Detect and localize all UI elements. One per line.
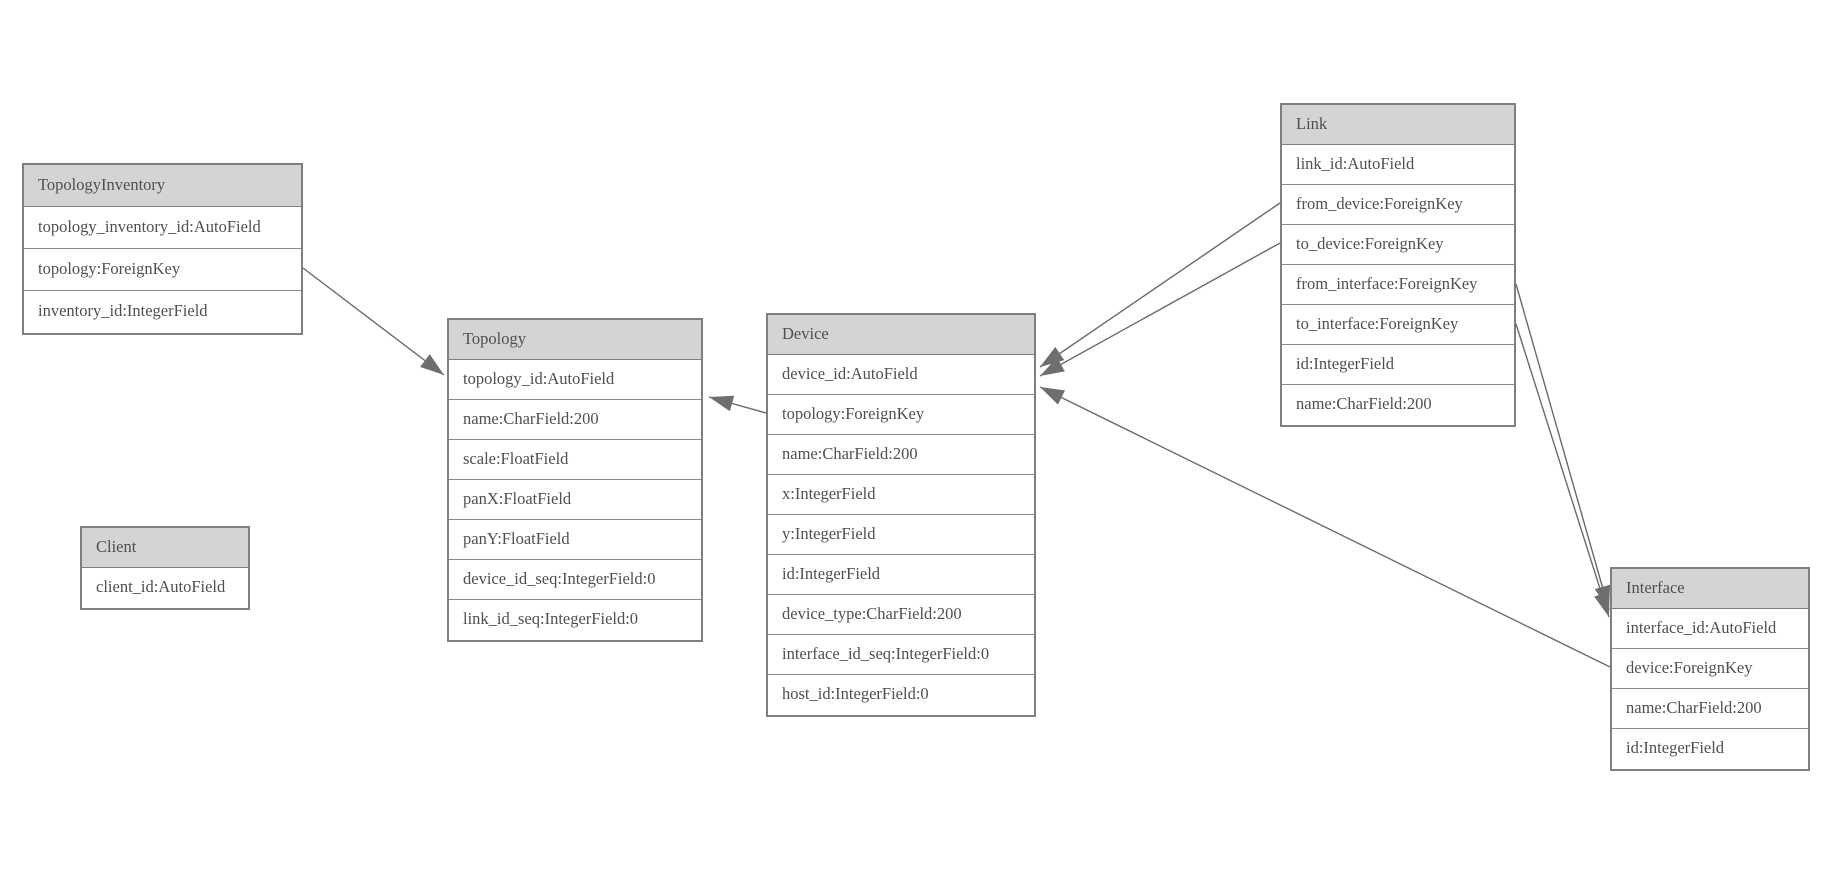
field-row: host_id:IntegerField:0 xyxy=(768,675,1034,715)
field-row: inventory_id:IntegerField xyxy=(24,291,301,333)
field-row: device_id_seq:IntegerField:0 xyxy=(449,560,701,600)
field-row: client_id:AutoField xyxy=(82,568,248,608)
field-row: topology:ForeignKey xyxy=(24,249,301,291)
relation-topologyinventory-topology xyxy=(302,267,445,376)
entity-link-title: Link xyxy=(1282,105,1514,145)
field-row: name:CharField:200 xyxy=(768,435,1034,475)
entity-topologyinventory-title: TopologyInventory xyxy=(24,165,301,207)
field-row: interface_id:AutoField xyxy=(1612,609,1808,649)
entity-interface-title: Interface xyxy=(1612,569,1808,609)
field-row: name:CharField:200 xyxy=(1282,385,1514,425)
field-row: from_device:ForeignKey xyxy=(1282,185,1514,225)
field-row: device_type:CharField:200 xyxy=(768,595,1034,635)
field-row: panY:FloatField xyxy=(449,520,701,560)
relation-link-fromdevice-device xyxy=(1039,202,1281,368)
entity-client: Client client_id:AutoField xyxy=(80,526,250,610)
entity-topologyinventory: TopologyInventory topology_inventory_id:… xyxy=(22,163,303,335)
relation-device-topology xyxy=(708,395,767,414)
field-row: x:IntegerField xyxy=(768,475,1034,515)
field-row: to_device:ForeignKey xyxy=(1282,225,1514,265)
relation-link-todevice-device xyxy=(1039,242,1281,377)
field-row: from_interface:ForeignKey xyxy=(1282,265,1514,305)
entity-topology-title: Topology xyxy=(449,320,701,360)
entity-device: Device device_id:AutoField topology:Fore… xyxy=(766,313,1036,717)
field-row: id:IntegerField xyxy=(1612,729,1808,769)
field-row: topology_id:AutoField xyxy=(449,360,701,400)
field-row: scale:FloatField xyxy=(449,440,701,480)
field-row: link_id:AutoField xyxy=(1282,145,1514,185)
field-row: topology:ForeignKey xyxy=(768,395,1034,435)
entity-device-title: Device xyxy=(768,315,1034,355)
field-row: name:CharField:200 xyxy=(1612,689,1808,729)
relation-link-frominterface-interface xyxy=(1515,283,1611,611)
field-row: y:IntegerField xyxy=(768,515,1034,555)
field-row: to_interface:ForeignKey xyxy=(1282,305,1514,345)
field-row: id:IntegerField xyxy=(1282,345,1514,385)
entity-link: Link link_id:AutoField from_device:Forei… xyxy=(1280,103,1516,427)
field-row: device:ForeignKey xyxy=(1612,649,1808,689)
field-row: id:IntegerField xyxy=(768,555,1034,595)
field-row: panX:FloatField xyxy=(449,480,701,520)
field-row: device_id:AutoField xyxy=(768,355,1034,395)
relation-link-tointerface-interface xyxy=(1515,323,1610,618)
entity-client-title: Client xyxy=(82,528,248,568)
entity-topology: Topology topology_id:AutoField name:Char… xyxy=(447,318,703,642)
entity-interface: Interface interface_id:AutoField device:… xyxy=(1610,567,1810,771)
field-row: topology_inventory_id:AutoField xyxy=(24,207,301,249)
field-row: interface_id_seq:IntegerField:0 xyxy=(768,635,1034,675)
relation-interface-device xyxy=(1039,386,1611,668)
field-row: link_id_seq:IntegerField:0 xyxy=(449,600,701,640)
field-row: name:CharField:200 xyxy=(449,400,701,440)
